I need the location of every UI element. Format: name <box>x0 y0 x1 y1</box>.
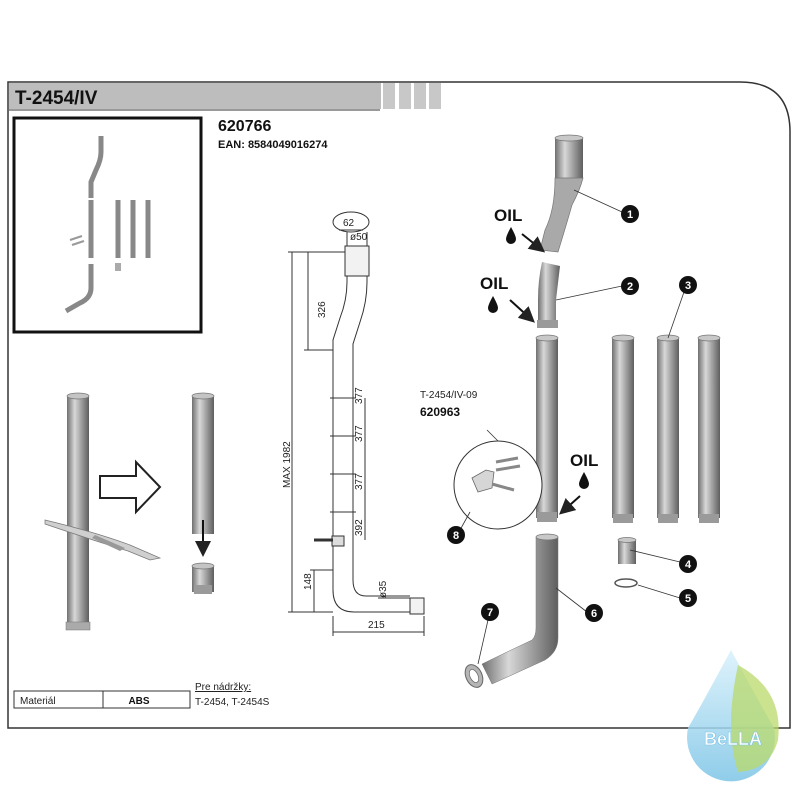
callout-7: 7 <box>481 603 499 621</box>
dim-segment-2: 377 <box>354 425 365 442</box>
dim-bottom-diameter: ø35 <box>378 580 389 598</box>
model-title: T-2454/IV <box>15 88 98 109</box>
header-bar: T-2454/IV <box>9 83 441 111</box>
dim-bottom-height: 148 <box>303 573 314 590</box>
o-ring <box>614 578 638 588</box>
material-value: ABS <box>128 696 149 707</box>
callout-2: 2 <box>621 277 639 295</box>
callout-4: 4 <box>679 555 697 573</box>
dim-segment-1: 377 <box>354 387 365 404</box>
drawing-dimensions: 62 ø50 326 377 377 377 392 MAX 1982 148 … <box>282 218 389 631</box>
dim-bend-height: 326 <box>317 301 328 318</box>
callout-5: 5 <box>679 589 697 607</box>
material-table: Materiál ABS <box>13 690 191 709</box>
product-ean: EAN: 8584049016274 <box>218 139 328 151</box>
subpart-code: 620963 <box>420 405 460 419</box>
oil-markers: OIL OIL OIL <box>480 206 598 515</box>
svg-text:2: 2 <box>627 281 633 293</box>
callout-1: 1 <box>621 205 639 223</box>
leader-lines <box>459 189 685 665</box>
svg-text:6: 6 <box>591 608 597 620</box>
cutting-illustration <box>44 392 215 631</box>
callout-6: 6 <box>585 604 603 622</box>
thumbnail-box <box>12 116 203 334</box>
oil-drop-icon <box>506 227 516 244</box>
oil-label-3: OIL <box>570 451 598 470</box>
oil-drop-icon <box>579 472 589 489</box>
dim-top-diameter: ø50 <box>350 232 368 243</box>
svg-text:7: 7 <box>487 607 493 619</box>
svg-text:5: 5 <box>685 593 691 605</box>
exploded-assembly <box>453 134 721 688</box>
svg-text:1: 1 <box>627 209 633 221</box>
leaf-icon <box>731 665 779 772</box>
dim-bottom-length: 215 <box>368 620 385 631</box>
subpart-model: T-2454/IV-09 <box>420 390 478 401</box>
arrow-right-icon <box>99 459 162 515</box>
tanks-models: T-2454, T-2454S <box>195 697 270 708</box>
dim-segment-4: 392 <box>354 519 365 536</box>
dim-total: MAX 1982 <box>282 441 293 488</box>
technical-drawing <box>288 211 425 636</box>
bella-logo: BeLLA <box>687 650 779 782</box>
oil-label-2: OIL <box>480 274 508 293</box>
brand-name: BeLLA <box>704 729 762 749</box>
callout-8: 8 <box>447 526 465 544</box>
callout-3: 3 <box>679 276 697 294</box>
material-label: Materiál <box>20 696 56 707</box>
oil-drop-icon <box>488 296 498 313</box>
oil-label-1: OIL <box>494 206 522 225</box>
sheet-frame <box>7 81 791 729</box>
tanks-label: Pre nádržky: <box>195 682 251 693</box>
dim-top-width: 62 <box>343 218 355 229</box>
svg-text:3: 3 <box>685 280 691 292</box>
dim-segment-3: 377 <box>354 473 365 490</box>
svg-text:8: 8 <box>453 530 459 542</box>
product-code: 620766 <box>218 118 271 135</box>
svg-text:4: 4 <box>685 559 692 571</box>
